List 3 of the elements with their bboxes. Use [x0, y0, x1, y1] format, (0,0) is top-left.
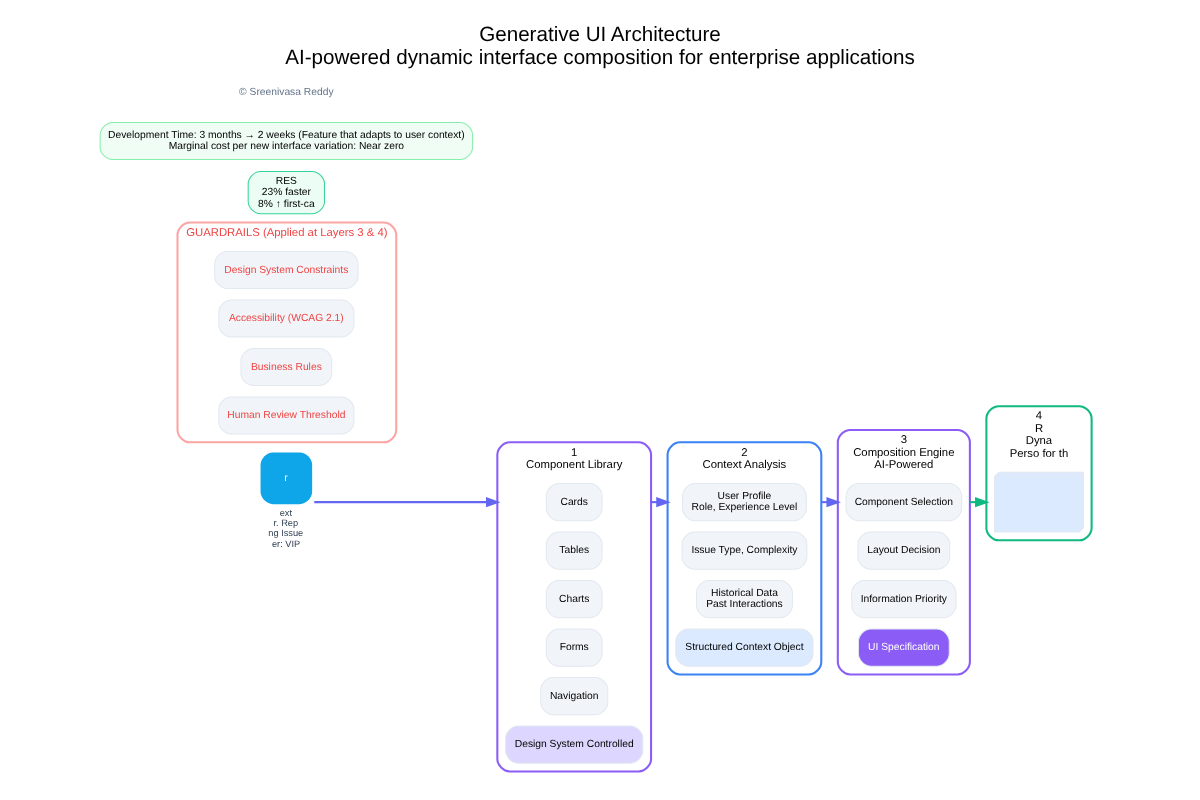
caption: AI-powered dynamic interface composition for enterprise applications — [285, 47, 915, 70]
arrow — [314, 497, 501, 508]
diagram-title: Generative UI Architecture — [479, 24, 721, 47]
